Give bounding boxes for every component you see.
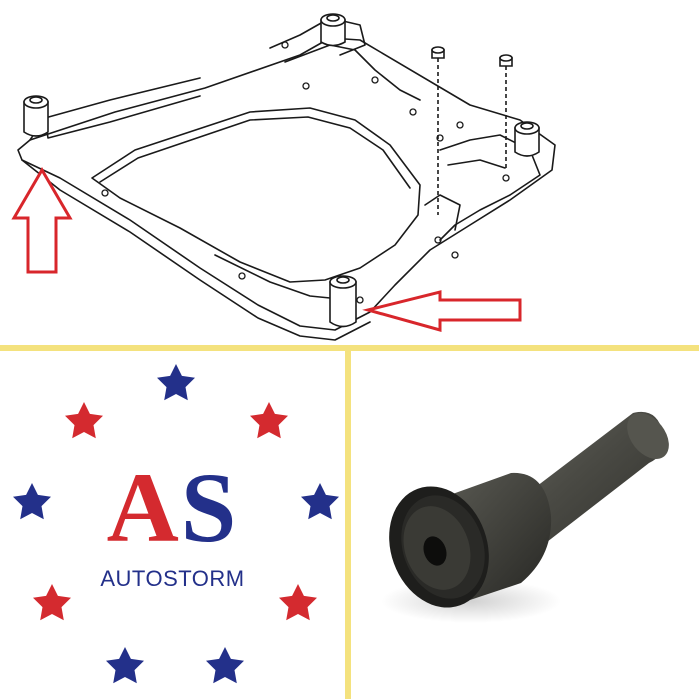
mount-rear-right [514, 121, 540, 157]
subframe-outline [17, 37, 556, 331]
mount-front-left [23, 95, 49, 137]
horizontal-divider [0, 345, 699, 351]
subframe-diagram-panel [0, 0, 699, 345]
star-icon [65, 402, 103, 439]
bushing-photo [381, 411, 669, 623]
logo-letter-s: S [180, 452, 239, 563]
logo-initials: AS [0, 458, 345, 558]
subframe-diagram [11, 13, 556, 341]
star-icon [206, 647, 244, 684]
vertical-divider [345, 351, 351, 699]
arrow-up-icon [11, 167, 73, 274]
logo-wordmark: AUTOSTORM [100, 566, 245, 591]
star-icon [157, 364, 195, 401]
subframe-opening [91, 107, 421, 283]
star-icon [106, 647, 144, 684]
bolt-right [499, 54, 513, 170]
arrow-left-icon [362, 290, 522, 332]
star-icon [250, 402, 288, 439]
logo-letter-a: A [106, 452, 181, 563]
mount-rear-left [320, 13, 346, 47]
bushing-photo-panel [351, 351, 699, 699]
mount-front-right [329, 275, 357, 328]
bolt-left [431, 46, 445, 215]
autostorm-logo: AS AUTOSTORM [0, 351, 345, 699]
